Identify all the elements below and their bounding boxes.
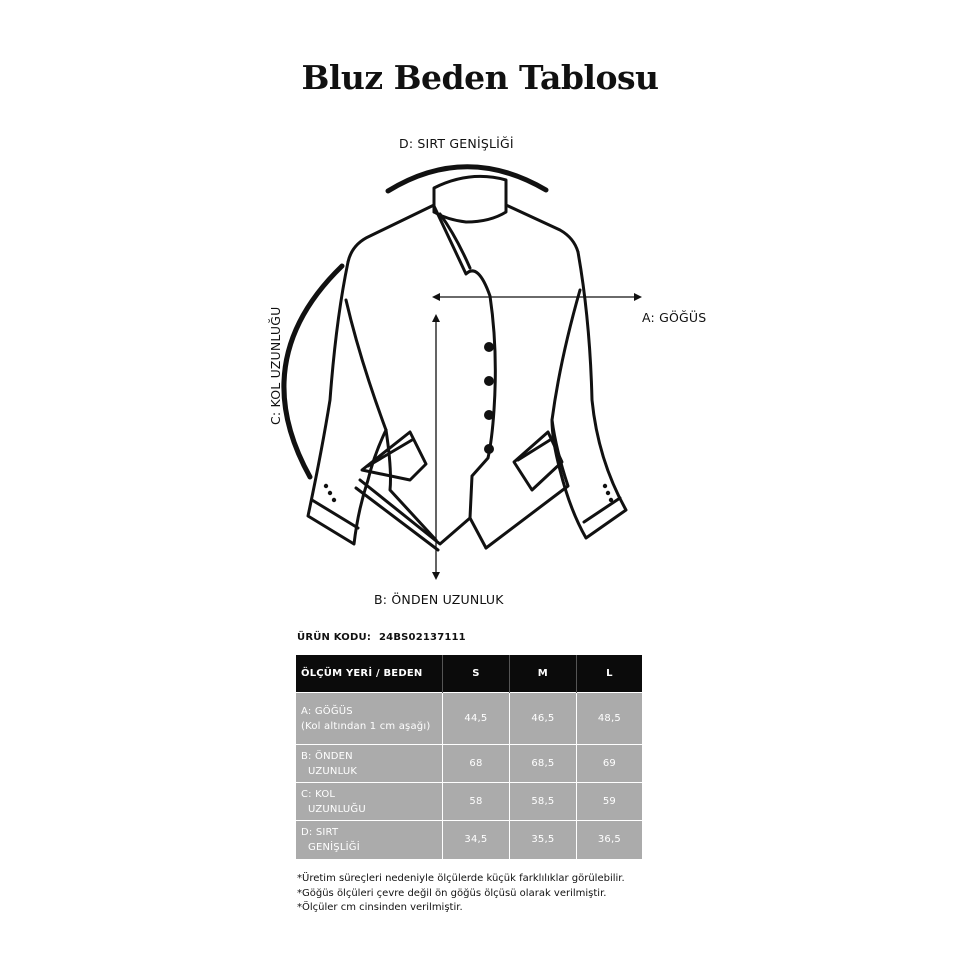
row-label: B: ÖNDEN UZUNLUK — [296, 744, 443, 783]
cell-s: 44,5 — [442, 692, 510, 745]
cell-m: 68,5 — [508, 744, 577, 783]
note-3: *Ölçüler cm cinsinden verilmiştir. — [297, 902, 463, 913]
button-3 — [484, 410, 494, 420]
button-2 — [484, 376, 494, 386]
page-title: Bluz Beden Tablosu — [301, 58, 659, 97]
product-code-value: 24BS02137111 — [379, 632, 466, 643]
table-row: B: ÖNDEN UZUNLUK 68 68,5 69 — [296, 744, 642, 783]
cell-s: 68 — [442, 744, 510, 783]
right-pocket — [512, 430, 564, 492]
size-table: ÖLÇÜM YERİ / BEDEN S M L A: GÖĞÜS (Kol a… — [296, 655, 642, 859]
sleeve-length-arc — [281, 263, 345, 480]
note-2: *Göğüs ölçüleri çevre değil ön göğüs ölç… — [297, 887, 607, 899]
header-size-s: S — [442, 655, 510, 693]
product-code-label: ÜRÜN KODU: — [297, 632, 372, 643]
left-pocket — [360, 430, 428, 482]
button-1 — [484, 342, 494, 352]
collar — [432, 174, 508, 224]
cell-l: 69 — [575, 744, 642, 783]
cell-m: 58,5 — [508, 782, 577, 821]
row-label: A: GÖĞÜS (Kol altından 1 cm aşağı) — [296, 692, 443, 745]
footnotes: *Üretim süreçleri nedeniyle ölçülerde kü… — [297, 872, 625, 916]
row-label: C: KOL UZUNLUĞU — [296, 782, 443, 821]
button-4 — [484, 444, 494, 454]
cell-l: 36,5 — [575, 820, 642, 859]
note-1: *Üretim süreçleri nedeniyle ölçülerde kü… — [297, 873, 625, 884]
back-width-arc — [385, 164, 549, 194]
table-row: A: GÖĞÜS (Kol altından 1 cm aşağı) 44,5 … — [296, 692, 642, 745]
cell-m: 46,5 — [508, 692, 577, 745]
header-size-l: L — [575, 655, 642, 693]
product-code: ÜRÜN KODU: 24BS02137111 — [297, 632, 466, 643]
cell-s: 34,5 — [442, 820, 510, 859]
header-measure: ÖLÇÜM YERİ / BEDEN — [296, 655, 443, 693]
left-sleeve — [306, 260, 388, 546]
right-sleeve — [550, 250, 628, 540]
cell-m: 35,5 — [508, 820, 577, 859]
chest-label: A: GÖĞÜS — [642, 310, 707, 325]
row-label: D: SIRT GENİŞLİĞİ — [296, 820, 443, 859]
table-row: D: SIRT GENİŞLİĞİ 34,5 35,5 36,5 — [296, 820, 642, 859]
front-length-label: B: ÖNDEN UZUNLUK — [374, 592, 504, 607]
buttons — [323, 342, 614, 503]
header-size-m: M — [508, 655, 577, 693]
table-header-row: ÖLÇÜM YERİ / BEDEN S M L — [296, 655, 642, 693]
back-width-label: D: SIRT GENİŞLİĞİ — [399, 136, 514, 151]
cell-l: 48,5 — [575, 692, 642, 745]
table-row: C: KOL UZUNLUĞU 58 58,5 59 — [296, 782, 642, 821]
cell-s: 58 — [442, 782, 510, 821]
cell-l: 59 — [575, 782, 642, 821]
